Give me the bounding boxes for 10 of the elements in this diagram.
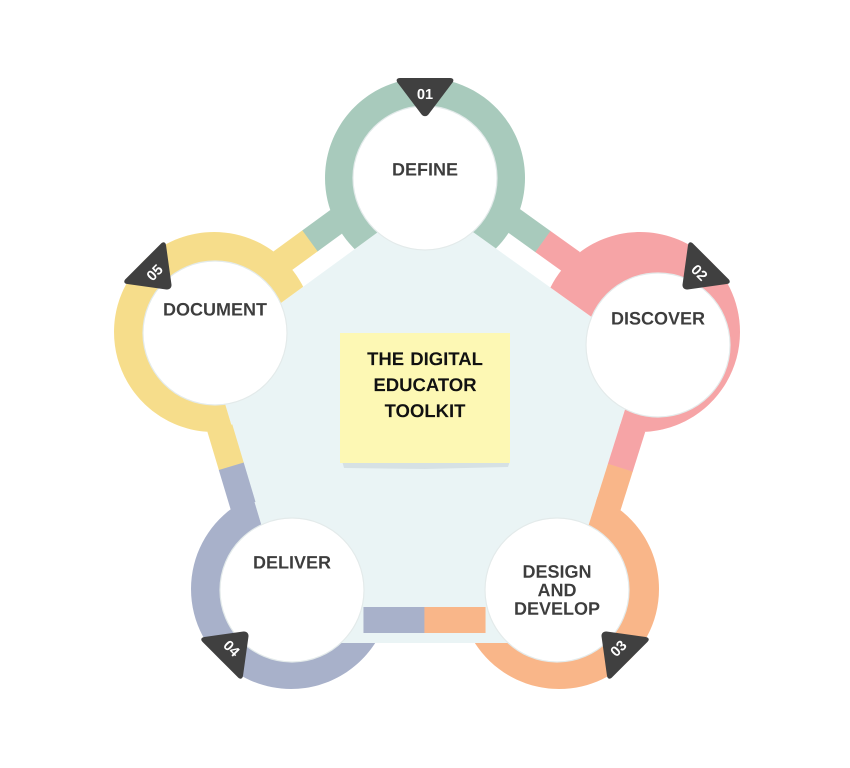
number-badge: 03: [602, 631, 649, 679]
connector-band: [424, 607, 486, 633]
number-badge: 01: [396, 78, 454, 116]
number-badge: 02: [682, 242, 730, 290]
connector-band: [273, 230, 318, 273]
connector-band: [608, 424, 646, 472]
number-badge: 05: [124, 242, 172, 290]
sticky-note: THE DIGITAL EDUCATOR TOOLKIT: [340, 333, 510, 469]
connector-band: [218, 462, 256, 510]
number-badge: 04: [201, 631, 249, 679]
